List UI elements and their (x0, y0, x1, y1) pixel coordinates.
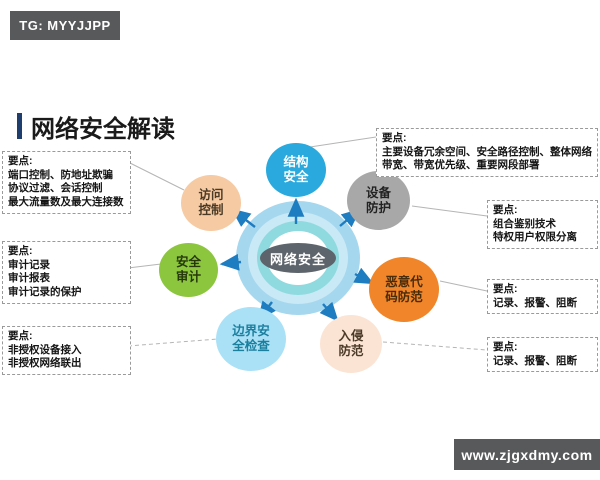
keypoints-heading: 要点: (493, 341, 518, 353)
node-security-audit: 安全审计 (159, 243, 218, 297)
connector-lines (127, 136, 488, 351)
keypoints-line: 记录、报警、阻断 (493, 354, 577, 367)
keypoints-box-intrusion: 要点: 记录、报警、阻断 (487, 337, 598, 373)
connector-unauthorized-boundary (127, 338, 219, 347)
keypoints-body: 主要设备冗余空间、安全路径控制、整体网络带宽、带宽优先级、重要网段部署 (382, 145, 592, 172)
node-malware-label: 恶意代码防范 (385, 274, 423, 304)
keypoints-line: 非授权网络联出 (8, 357, 82, 370)
connector-malware (439, 280, 488, 292)
watermark-badge-bottom: www.zjgxdmy.com (454, 439, 600, 470)
node-device-label: 设备防护 (365, 185, 391, 215)
keypoints-line: 端口控制、防地址欺骗 (8, 168, 113, 181)
keypoints-heading: 要点: (493, 283, 518, 295)
connector-intrusion (382, 341, 488, 351)
page-title: 网络安全解读 (31, 116, 175, 143)
node-intrusion-label: 入侵防范 (338, 329, 364, 358)
node-access-control: 访问控制 (181, 175, 241, 231)
keypoints-line: 组合鉴别技术 (493, 217, 556, 230)
keypoints-heading: 要点: (8, 155, 33, 167)
connector-audit (127, 263, 162, 269)
connector-ports-access (127, 161, 185, 191)
keypoints-heading: 要点: (8, 245, 33, 257)
arrow-to-audit (219, 253, 242, 271)
node-structure-security: 结构安全 (266, 143, 326, 197)
node-boundary-check: 边界安全检查 (216, 307, 286, 371)
keypoints-box-structure: 要点: 主要设备冗余空间、安全路径控制、整体网络带宽、带宽优先级、重要网段部署 (376, 128, 598, 177)
keypoints-box-ports: 要点: 端口控制、防地址欺骗 协议过滤、会话控制 最大流量数及最大连接数 (2, 151, 131, 214)
node-boundary-label: 边界安全检查 (232, 324, 270, 353)
node-malware-prevention: 恶意代码防范 (369, 257, 439, 322)
keypoints-heading: 要点: (8, 330, 33, 342)
keypoints-line: 协议过滤、会话控制 (8, 182, 103, 195)
node-audit-label: 安全审计 (175, 255, 201, 284)
keypoints-line: 审计报表 (8, 272, 50, 285)
keypoints-line: 非授权设备接入 (8, 343, 82, 356)
keypoints-line: 审计记录的保护 (8, 285, 82, 298)
keypoints-line: 最大流量数及最大连接数 (8, 195, 124, 208)
node-intrusion-prevention: 入侵防范 (320, 315, 382, 373)
keypoints-box-unauthorized: 要点: 非授权设备接入 非授权网络联出 (2, 326, 131, 375)
connector-structure (309, 136, 377, 148)
title-accent-bar (17, 113, 22, 139)
keypoints-box-audit: 要点: 审计记录 审计报表 审计记录的保护 (2, 241, 131, 304)
center-hub-label: 网络安全 (260, 243, 336, 273)
connector-device (411, 205, 488, 217)
keypoints-line: 特权用户权限分离 (493, 231, 577, 244)
keypoints-line: 审计记录 (8, 258, 50, 271)
keypoints-heading: 要点: (382, 132, 407, 144)
node-device-protection: 设备防护 (347, 171, 410, 230)
watermark-badge-top: TG: MYYJJPP (10, 11, 120, 40)
node-structure-label: 结构安全 (283, 155, 309, 184)
node-access-label: 访问控制 (198, 188, 224, 217)
keypoints-heading: 要点: (493, 204, 518, 216)
keypoints-box-malware: 要点: 记录、报警、阻断 (487, 279, 598, 315)
keypoints-box-device: 要点: 组合鉴别技术 特权用户权限分离 (487, 200, 598, 249)
keypoints-line: 记录、报警、阻断 (493, 296, 577, 309)
arrow-to-intrusion (319, 301, 339, 322)
